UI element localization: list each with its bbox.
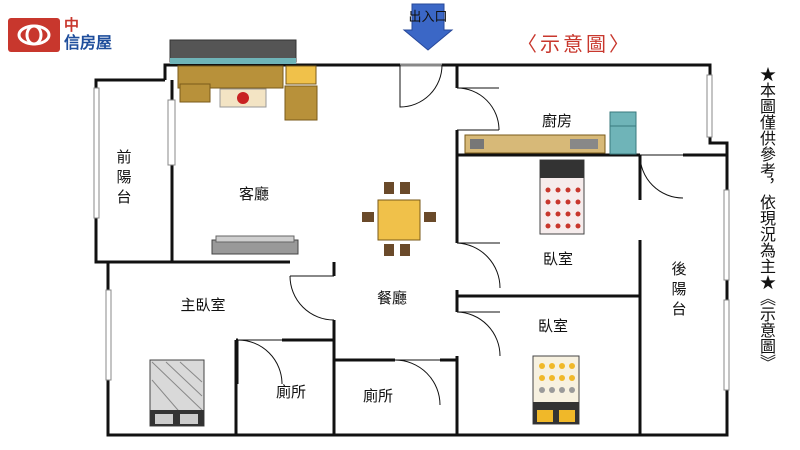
- room-label-bedroom-2: 臥室: [538, 317, 568, 335]
- rear-balcony-char-1: 後: [671, 260, 686, 278]
- bed-icon-bedroom-2: [532, 355, 580, 425]
- logo-text: 中 信房屋: [64, 16, 144, 52]
- rear-balcony-char-3: 台: [671, 300, 686, 318]
- room-label-master-bedroom: 主臥室: [180, 296, 225, 314]
- windows: [93, 74, 730, 391]
- room-label-living-room: 客廳: [239, 185, 269, 203]
- entrance-arrow-icon: 出入口: [402, 3, 454, 51]
- dining-table-icon: [362, 182, 436, 256]
- front-balcony-char-3: 台: [116, 188, 131, 206]
- rear-balcony-char-2: 陽: [671, 280, 686, 298]
- logo-text-line2: 信房屋: [64, 33, 113, 52]
- entrance-label: 出入口: [408, 10, 447, 25]
- coffee-table-icon: [219, 88, 267, 108]
- front-balcony-char-1: 前: [116, 148, 131, 166]
- disclaimer-note: ★本圖僅供參考，依現況為主★《示意圖》: [757, 66, 776, 370]
- bed-icon-bedroom-1: [539, 159, 585, 235]
- room-label-bathroom-1: 廁所: [276, 383, 306, 401]
- doors: [237, 63, 684, 406]
- room-label-front-balcony: 前 陽 台: [116, 148, 131, 206]
- room-label-rear-balcony: 後 陽 台: [671, 260, 686, 318]
- company-logo: 中 信房屋: [8, 16, 138, 56]
- logo-text-line1: 中: [64, 16, 80, 34]
- room-label-bedroom-1: 臥室: [543, 250, 573, 268]
- kitchen-counter-icon: [464, 134, 606, 154]
- bed-icon-master-bedroom: [149, 359, 205, 427]
- room-label-bathroom-2: 廁所: [363, 387, 393, 405]
- refrigerator-icon: [609, 111, 637, 155]
- diagram-title: 〈示意圖〉: [517, 32, 632, 56]
- front-balcony-char-2: 陽: [116, 168, 131, 186]
- interior-walls: [108, 65, 727, 435]
- room-label-dining-room: 餐廳: [377, 289, 407, 307]
- tv-cabinet-icon: [211, 235, 299, 255]
- logo-mark-icon: [8, 18, 60, 52]
- room-label-kitchen: 廚房: [542, 112, 572, 130]
- sofa-set-icon: [169, 39, 318, 121]
